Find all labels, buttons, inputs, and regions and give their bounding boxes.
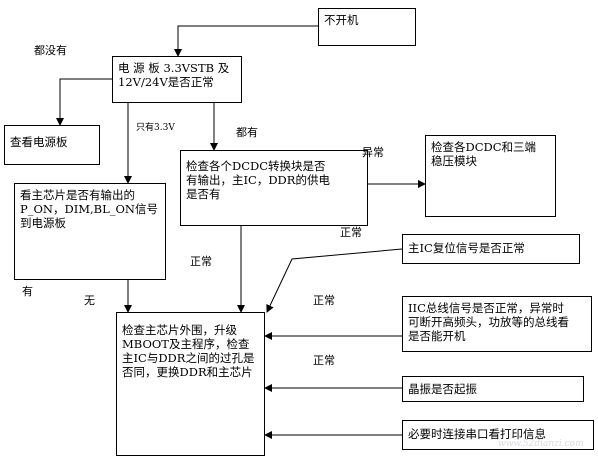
main-chip-output-box: 看主芯片是否有输出的 P_ON，DIM,BL_ON信号 到电源板 xyxy=(14,183,166,280)
label-no: 无 xyxy=(84,294,95,307)
final-check-line-3: 主IC与DDR之间的过孔是 xyxy=(122,351,255,365)
label-all-present: 都有 xyxy=(236,126,258,139)
crystal-text: 晶振是否起振 xyxy=(408,382,477,396)
dcdc-check-line-2: 有输出，主IC，DDR的供电 xyxy=(186,173,330,187)
check-power-board-box: 查看电源板 xyxy=(4,125,100,165)
dcdc-regulator-line-1: 检查各DCDC和三端 xyxy=(431,140,537,154)
arrow-power-to-checkboard xyxy=(56,78,112,126)
label-only-33v: 只有3.3V xyxy=(136,123,175,133)
iic-bus-line-1: IIC总线信号是否正常，异常时 xyxy=(408,301,564,315)
main-chip-output-line-3: 到电源板 xyxy=(20,216,66,230)
serial-port-text: 必要时连接串口看打印信息 xyxy=(408,427,546,441)
watermark: www.52dianzi.com xyxy=(498,439,584,449)
crystal-box: 晶振是否起振 xyxy=(402,376,584,402)
label-normal-4: 正常 xyxy=(313,354,335,367)
final-check-line-1: 检查主芯片外围，升级 xyxy=(122,323,237,337)
serial-port-box: 必要时连接串口看打印信息 xyxy=(402,420,594,450)
main-chip-output-line-1: 看主芯片是否有输出的 xyxy=(20,188,135,202)
power-board-box: 电 源 板 3.3VSTB 及 12V/24V是否正常 xyxy=(112,56,242,103)
no-boot-box: 不开机 xyxy=(318,8,416,46)
no-boot-text: 不开机 xyxy=(324,13,359,27)
check-power-board-text: 查看电源板 xyxy=(10,135,68,149)
arrow-reset-to-final xyxy=(266,248,403,313)
main-chip-output-line-2: P_ON，DIM,BL_ON信号 xyxy=(20,202,158,216)
final-check-line-4: 否同，更换DDR和主芯片 xyxy=(122,365,253,379)
dcdc-check-line-3: 是否有 xyxy=(186,187,221,201)
power-board-line-2: 12V/24V是否正常 xyxy=(118,75,214,89)
dcdc-check-box: 检查各个DCDC转换块是否 有输出，主IC，DDR的供电 是否有 xyxy=(180,150,368,226)
main-ic-reset-text: 主IC复位信号是否正常 xyxy=(408,241,525,255)
main-ic-reset-box: 主IC复位信号是否正常 xyxy=(402,234,580,264)
iic-bus-box: IIC总线信号是否正常，异常时 可断开高频头，功放等的总线看 是否能开机 xyxy=(402,296,592,352)
iic-bus-line-2: 可断开高频头，功放等的总线看 xyxy=(408,315,569,329)
power-board-line-1: 电 源 板 3.3VSTB 及 xyxy=(118,61,230,75)
final-check-line-2: MBOOT及主程序，检查 xyxy=(122,337,250,351)
label-normal-3: 正常 xyxy=(313,294,335,307)
label-yes: 有 xyxy=(22,285,33,298)
label-abnormal: 异常 xyxy=(362,146,384,159)
label-normal-2: 正常 xyxy=(190,255,212,268)
dcdc-check-line-1: 检查各个DCDC转换块是否 xyxy=(186,159,326,173)
dcdc-regulator-line-2: 稳压模块 xyxy=(431,154,477,168)
dcdc-regulator-box: 检查各DCDC和三端 稳压模块 xyxy=(425,135,556,217)
label-none: 都没有 xyxy=(34,44,67,57)
label-normal-1: 正常 xyxy=(340,226,362,239)
final-check-box: 检查主芯片外围，升级 MBOOT及主程序，检查 主IC与DDR之间的过孔是 否同… xyxy=(116,312,265,456)
iic-bus-line-3: 是否能开机 xyxy=(408,329,466,343)
arrow-noboot-to-power xyxy=(174,25,318,57)
